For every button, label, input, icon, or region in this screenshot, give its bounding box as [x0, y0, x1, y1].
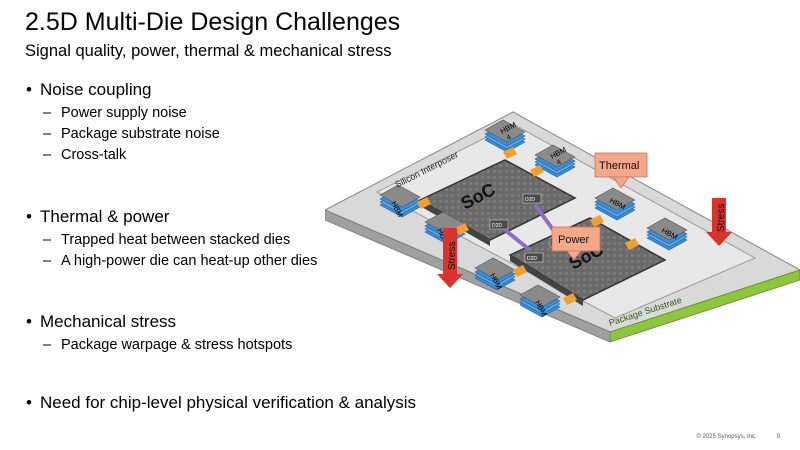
connector-arrow — [590, 215, 604, 227]
connector-arrow — [503, 147, 517, 159]
dash-icon: – — [43, 337, 52, 353]
sub-bullet-item: –Package warpage & stress hotspots — [43, 337, 293, 353]
hbm-stack — [474, 257, 516, 291]
bullet-group-thermal: •Thermal & power –Trapped heat between s… — [26, 207, 317, 269]
connector-arrow — [625, 238, 639, 250]
bullet-group-noise: •Noise coupling –Power supply noise –Pac… — [26, 80, 220, 163]
stress-label: Stress — [716, 204, 727, 232]
bullet-dot-icon: • — [26, 207, 32, 226]
bullet-group-verification: •Need for chip-level physical verificati… — [26, 393, 416, 413]
bullet-group-stress: •Mechanical stress –Package warpage & st… — [26, 312, 292, 353]
bullet-item: •Mechanical stress — [26, 312, 177, 331]
connector-arrow — [530, 165, 544, 177]
hbm-stack — [519, 284, 561, 318]
bullet-item: •Thermal & power — [26, 207, 170, 226]
hbm-stack — [484, 119, 526, 153]
power-callout: Power — [551, 226, 601, 261]
copyright-text: © 2025 Synopsys, Inc. — [696, 434, 757, 440]
d2d-block — [524, 252, 544, 263]
d2d-block — [522, 193, 542, 204]
thermal-callout: Thermal — [594, 152, 648, 189]
d2d-block — [489, 219, 509, 230]
connector-arrow — [417, 197, 431, 209]
dash-icon: – — [43, 232, 52, 248]
hbm-stack — [534, 144, 576, 178]
thermal-label: Thermal — [599, 160, 639, 172]
sub-bullet-item: –Trapped heat between stacked dies — [43, 232, 291, 248]
bullet-dot-icon: • — [26, 80, 32, 99]
hbm-stack — [594, 187, 636, 221]
connector-arrow — [455, 223, 469, 235]
sub-bullet-item: –Cross-talk — [43, 147, 127, 163]
dash-icon: – — [43, 126, 52, 142]
hbm-number: 4 — [556, 159, 563, 167]
multi-die-package-illustration: HBM 4 HBM 4 HBM HBM HBM HBM HBM HBM SoC … — [325, 110, 800, 440]
hbm-stack — [379, 184, 421, 218]
power-label: Power — [558, 234, 590, 246]
dash-icon: – — [43, 147, 52, 163]
stress-arrow-left: Stress — [437, 228, 463, 288]
dash-icon: – — [43, 105, 52, 121]
sub-bullet-item: –A high-power die can heat-up other dies — [43, 253, 318, 269]
page-number: 9 — [776, 434, 780, 440]
d2d-label: D2D — [527, 256, 537, 262]
dash-icon: – — [43, 253, 52, 269]
bullet-dot-icon: • — [26, 393, 32, 412]
bullet-item: •Noise coupling — [26, 80, 152, 99]
bullet-dot-icon: • — [26, 312, 32, 331]
sub-bullet-item: –Power supply noise — [43, 105, 187, 121]
d2d-link-arrow — [503, 228, 532, 252]
sub-bullet-item: –Package substrate noise — [43, 126, 220, 142]
slide-footer: © 2025 Synopsys, Inc. 9 — [697, 434, 780, 440]
soc-die-edge — [510, 255, 583, 306]
hbm-stack — [646, 217, 688, 251]
hbm-number: 4 — [506, 134, 513, 142]
connector-arrow — [563, 293, 577, 305]
bullet-item: •Need for chip-level physical verificati… — [26, 393, 417, 412]
d2d-label: D2D — [525, 197, 535, 203]
slide-subtitle: Signal quality, power, thermal & mechani… — [25, 42, 392, 60]
stress-label: Stress — [447, 242, 458, 270]
slide-title: 2.5D Multi-Die Design Challenges — [25, 8, 401, 36]
connector-arrow — [513, 265, 527, 277]
stress-arrow-right: Stress — [706, 198, 732, 246]
d2d-label: D2D — [492, 223, 502, 229]
package-svg: HBM 4 HBM 4 HBM HBM HBM HBM HBM HBM SoC … — [325, 111, 800, 343]
